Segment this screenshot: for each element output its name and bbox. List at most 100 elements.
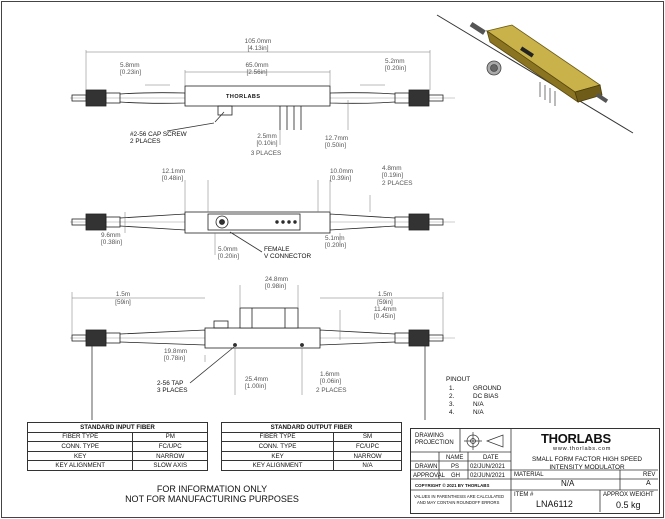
part-title-line1: SMALL FORM FACTOR HIGH SPEED — [531, 456, 643, 463]
approval-name: GH — [451, 473, 460, 479]
table-cell: KEY ALIGNMENT — [26, 460, 134, 471]
dim-body-height-in: [0.78in] — [164, 355, 185, 362]
table-cell: N/A — [333, 460, 402, 471]
dim-right-fiber: 1.5m — [377, 291, 393, 298]
dim-left-boot: 5.8mm — [120, 62, 140, 69]
tap-note-line1: 2-56 TAP — [157, 380, 184, 387]
table-cell: KEY — [220, 450, 335, 462]
dim-right-boot: 5.2mm — [385, 58, 405, 65]
dim-body-height: 19.8mm — [164, 348, 188, 355]
disclaimer-line2: AND MAY CONTAIN ROUNDOFF ERRORS — [417, 500, 500, 505]
dim-hole-pitch: 25.4mm — [245, 376, 269, 383]
table-cell: FC/UPC — [132, 441, 208, 452]
pinout-num: 3. — [449, 401, 455, 408]
screw-note-line2: 2 PLACES — [130, 138, 161, 145]
dim-pin-offset: 12.7mm — [325, 135, 349, 142]
dim-tab-width-in: [0.98in] — [265, 283, 286, 290]
dim-hole-dia-in: [0.06in] — [320, 378, 341, 385]
pinout-num: 4. — [449, 409, 455, 416]
dim-tab-width: 24.8mm — [265, 276, 289, 283]
dim-pin-places: 3 PLACES — [250, 150, 282, 157]
material-value: N/A — [561, 479, 575, 488]
input-fiber-title: STANDARD INPUT FIBER — [27, 422, 208, 433]
projection-symbol — [464, 432, 504, 450]
drawing-projection-line1: DRAWING — [415, 433, 444, 439]
table-cell: FC/UPC — [333, 441, 402, 452]
drawing-projection-line2: PROJECTION — [415, 440, 454, 446]
dim-right-offset-in: [0.20in] — [325, 242, 346, 249]
table-cell: KEY — [26, 450, 134, 462]
table-cell: FIBER TYPE — [220, 431, 335, 443]
dim-right-tab-in: [0.19in] — [382, 172, 403, 179]
table-cell: NARROW — [333, 450, 402, 462]
item-label: ITEM # — [514, 492, 534, 498]
dim-right-boot-in: [0.20in] — [385, 65, 406, 72]
middle-view — [70, 180, 455, 255]
material-label: MATERIAL — [514, 472, 544, 478]
dim-overall-length: 105.0mm — [244, 38, 272, 45]
rev-value: A — [646, 480, 651, 487]
weight-value: 0.5 kg — [616, 500, 641, 510]
notice-line2: NOT FOR MANUFACTURING PURPOSES — [125, 494, 299, 504]
date-header: DATE — [483, 455, 499, 461]
name-header: NAME — [446, 455, 464, 461]
title-block-lines — [410, 428, 658, 512]
thorlabs-logo: THORLABS — [541, 431, 611, 446]
dim-body-length-in: [2.56in] — [246, 69, 268, 76]
pinout-title: PINOUT — [446, 376, 471, 383]
drawn-label: DRAWN — [415, 464, 438, 470]
dim-right-offset: 5.1mm — [325, 235, 345, 242]
dim-right-width: 10.0mm — [330, 168, 354, 175]
tap-note-line2: 3 PLACES — [157, 387, 188, 394]
dim-right-tab: 4.8mm — [382, 165, 402, 172]
table-cell: NARROW — [132, 450, 208, 462]
title-block: DRAWING PROJECTION THORLABS www.thorlabs… — [410, 428, 660, 514]
dim-pin-offset-in: [0.50in] — [325, 142, 346, 149]
drawn-date: 02/JUN/2021 — [470, 464, 506, 470]
dim-tab-height: 11.4mm — [374, 306, 397, 313]
dim-conn-offset-in: [0.20in] — [218, 253, 239, 260]
pinout-num: 1. — [449, 385, 455, 392]
weight-label: APPROX WEIGHT — [603, 492, 654, 498]
dim-left-width: 12.1mm — [162, 168, 186, 175]
table-cell: KEY ALIGNMENT — [220, 460, 335, 471]
approval-date: 02/JUN/2021 — [470, 473, 506, 479]
dim-overall-length-in: [4.13in] — [247, 45, 269, 52]
pinout-name: DC BIAS — [473, 393, 499, 400]
pinout-name: N/A — [473, 401, 484, 408]
female-connector-label-2: V CONNECTOR — [264, 253, 312, 260]
top-view — [70, 50, 455, 145]
pinout-num: 2. — [449, 393, 455, 400]
table-cell: CONN. TYPE — [26, 441, 134, 452]
dim-pin-pitch: 2.5mm — [257, 133, 277, 140]
dim-left-height: 9.6mm — [101, 232, 121, 239]
disclaimer-line1: VALUES IN PARENTHESIS ARE CALCULATED — [414, 494, 505, 499]
dim-left-fiber: 1.5m — [115, 291, 131, 298]
pinout-name: N/A — [473, 409, 484, 416]
bottom-view — [70, 285, 455, 420]
output-fiber-title: STANDARD OUTPUT FIBER — [221, 422, 402, 433]
approval-label: APPROVAL — [413, 473, 445, 479]
notice-line1: FOR INFORMATION ONLY — [156, 484, 268, 494]
dim-left-width-in: [0.48in] — [162, 175, 183, 182]
dim-body-length: 65.0mm — [245, 62, 269, 69]
dim-pin-pitch-in: [0.10in] — [256, 140, 278, 147]
table-cell: SM — [333, 431, 402, 443]
female-connector-label-1: FEMALE — [264, 246, 290, 253]
table-cell: CONN. TYPE — [220, 441, 335, 452]
dim-hole-pitch-in: [1.00in] — [245, 383, 266, 390]
dim-hole-places: 2 PLACES — [316, 387, 347, 394]
information-notice: FOR INFORMATION ONLY NOT FOR MANUFACTURI… — [102, 484, 322, 504]
